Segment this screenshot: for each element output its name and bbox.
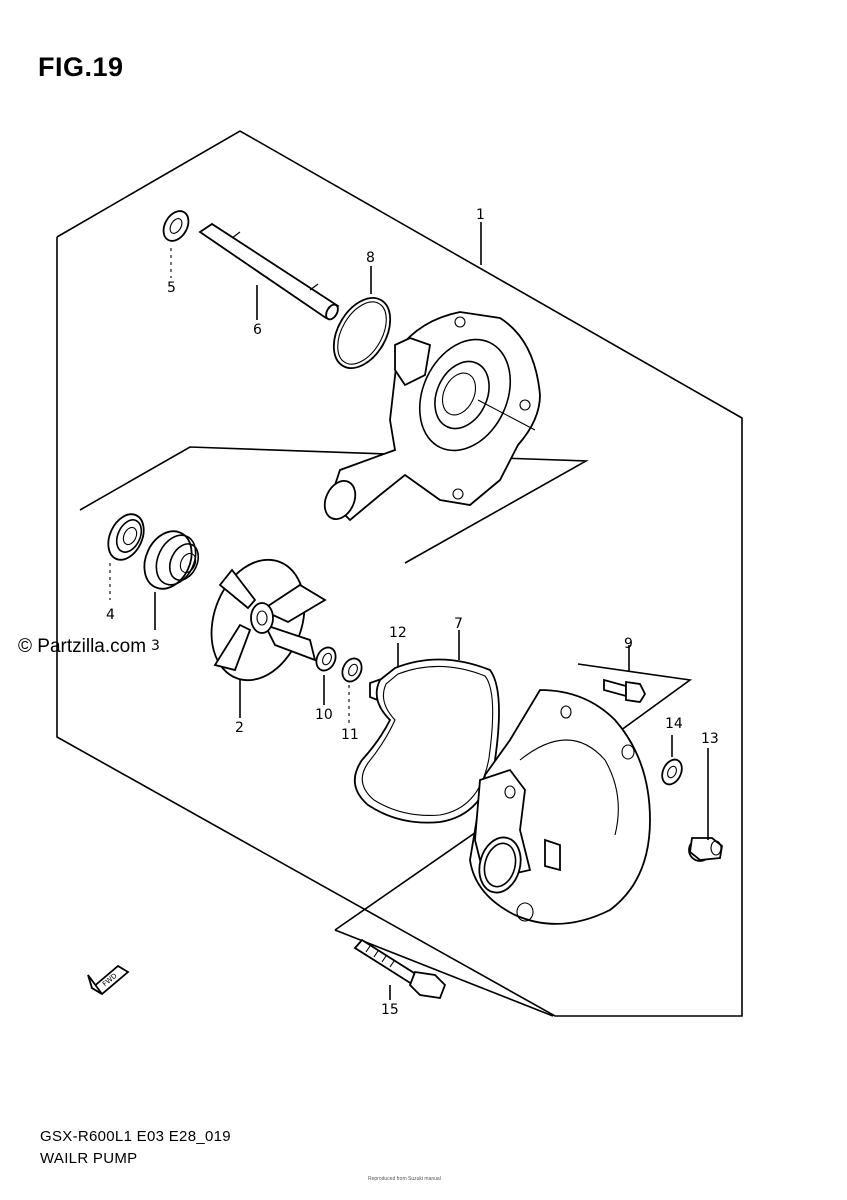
part-label-14: 14 xyxy=(665,716,683,732)
part-label-10: 10 xyxy=(315,707,333,723)
pump-cover xyxy=(469,689,651,925)
shaft-part-6 xyxy=(198,222,340,321)
part-label-7: 7 xyxy=(454,616,463,632)
part-label-12: 12 xyxy=(389,625,407,641)
bearing-part-4 xyxy=(107,513,145,561)
o-ring-part-8 xyxy=(332,297,392,369)
part-label-1: 1 xyxy=(476,207,485,223)
fwd-arrow-icon xyxy=(87,964,130,996)
mechanical-seal-part-3 xyxy=(143,530,200,590)
impeller-part-2 xyxy=(210,558,327,682)
flange-bolt-part-13 xyxy=(688,837,723,862)
part-label-11: 11 xyxy=(341,727,359,743)
part-label-9: 9 xyxy=(624,636,633,652)
model-code: GSX-R600L1 E03 E28_019 xyxy=(40,1128,231,1145)
part-label-15: 15 xyxy=(381,1002,399,1018)
long-bolt-part-15 xyxy=(353,938,447,999)
part-label-4: 4 xyxy=(106,607,115,623)
bolt-part-9 xyxy=(603,678,647,703)
pump-housing-part-1 xyxy=(323,311,541,522)
fine-print: Reproduced from Suzuki manual xyxy=(368,1176,441,1182)
gasket-part-7 xyxy=(353,658,500,824)
part-label-8: 8 xyxy=(366,250,375,266)
washer-part-11 xyxy=(341,657,363,683)
partzilla-watermark: © Partzilla.com xyxy=(18,636,147,657)
part-label-5: 5 xyxy=(167,280,176,296)
washer-part-5 xyxy=(162,210,190,242)
group-frame-lower xyxy=(334,663,693,931)
part-label-3: 3 xyxy=(151,638,160,654)
part-label-2: 2 xyxy=(235,720,244,736)
section-name: WAILR PUMP xyxy=(40,1150,138,1167)
part-label-13: 13 xyxy=(701,731,719,747)
part-label-6: 6 xyxy=(253,322,262,338)
figure-title: FIG.19 xyxy=(38,52,124,82)
washer-part-14 xyxy=(661,758,683,786)
assembly-frame xyxy=(56,130,743,1017)
washer-part-10 xyxy=(315,646,337,672)
